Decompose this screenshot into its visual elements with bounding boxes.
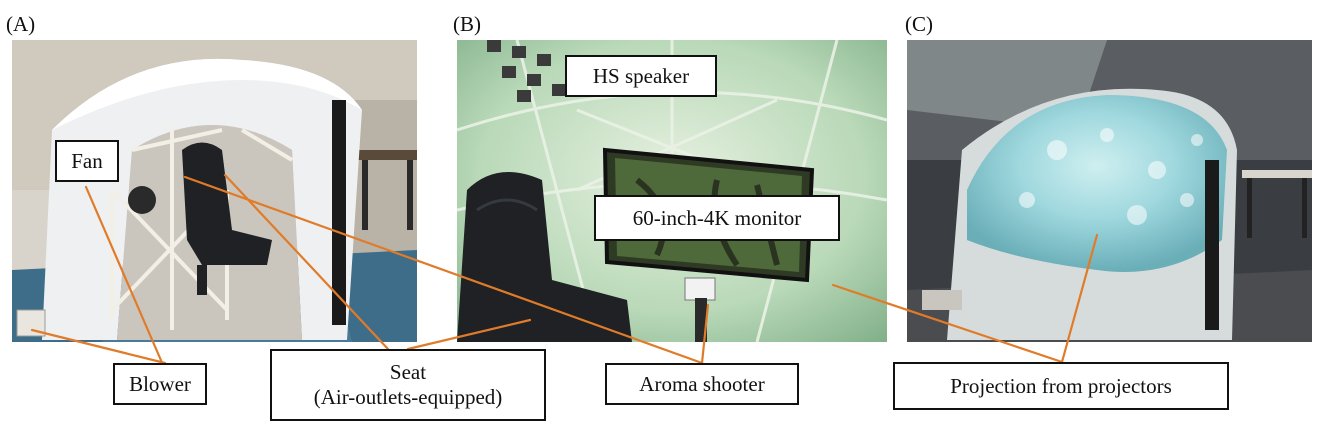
- panel-letter-c: (C): [905, 12, 933, 36]
- photo-a-dome-exterior: [12, 40, 417, 342]
- label-monitor: 60-inch-4K monitor: [594, 195, 840, 241]
- label-projection: Projection from projectors: [893, 362, 1229, 410]
- label-seat-line1: Seat: [389, 360, 427, 385]
- label-hs-speaker: HS speaker: [565, 55, 717, 97]
- label-blower: Blower: [113, 363, 207, 405]
- photo-c-projection: [907, 40, 1312, 342]
- label-aroma-shooter: Aroma shooter: [605, 363, 799, 405]
- label-fan: Fan: [55, 140, 119, 182]
- label-seat: Seat (Air-outlets-equipped): [270, 349, 546, 421]
- label-seat-line2: (Air-outlets-equipped): [313, 385, 503, 409]
- panel-letter-a: (A): [6, 12, 36, 36]
- panel-letter-b: (B): [453, 12, 481, 36]
